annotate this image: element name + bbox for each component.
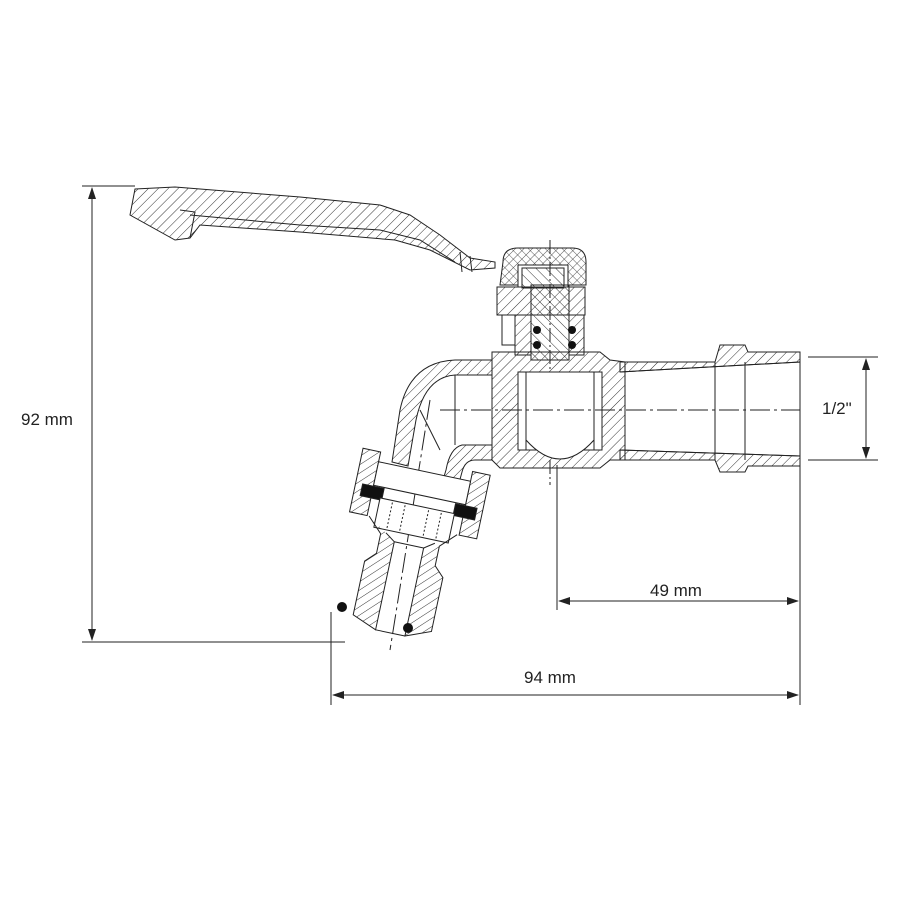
o-rings-nozzle	[337, 602, 413, 633]
dimension-total	[330, 612, 799, 705]
dimension-height	[82, 185, 345, 643]
valve-body	[440, 351, 800, 469]
handle-cap	[499, 247, 587, 289]
inlet-pipe	[619, 344, 801, 473]
o-rings-stem	[533, 326, 576, 349]
handle-lever	[129, 186, 496, 273]
dimension-thread	[808, 356, 878, 461]
hose-nozzle	[348, 447, 491, 637]
total-length-label: 94 mm	[524, 668, 576, 687]
height-dimension-label: 92 mm	[21, 410, 73, 429]
dimension-outlet	[556, 460, 801, 705]
outlet-length-label: 49 mm	[650, 581, 702, 600]
thread-dimension-label: 1/2"	[822, 399, 852, 418]
